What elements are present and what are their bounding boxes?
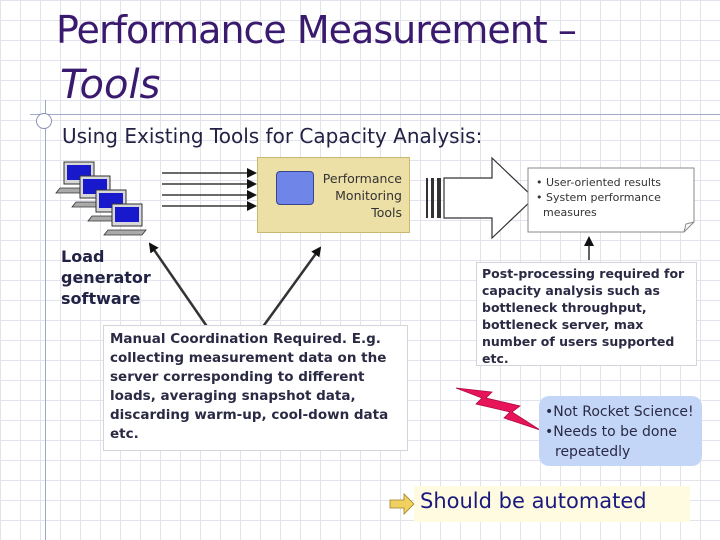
request-arrows [162,168,257,211]
results-note-page [527,167,695,233]
load-generator-label: Load generator software [61,247,151,308]
results-note: • User-oriented results • System perform… [536,176,661,219]
slide-title-tools: Tools [60,62,161,108]
rocket-science-callout: •Not Rocket Science! •Needs to be done r… [539,396,702,466]
manual-to-load-arrow [148,242,210,329]
output-block-arrow [426,156,535,240]
post-processing-note: Post-processing required for capacity an… [476,262,697,366]
desktop-computer-icon [103,203,147,236]
left-margin-rule [45,100,46,540]
manual-to-monitor-arrow [260,246,322,329]
title-divider [30,114,720,115]
manual-coordination-note: Manual Coordination Required. E.g. colle… [103,325,408,451]
monitoring-tool-icon [276,171,314,205]
slide-title: Performance Measurement – [56,8,577,52]
monitoring-tools-label: Performance Monitoring Tools [322,171,402,220]
right-arrow-icon [389,493,415,515]
automation-callout: Should be automated [414,486,690,522]
lightning-bolt-icon [455,387,541,431]
divider-circle [36,113,52,129]
slide-subtitle: Using Existing Tools for Capacity Analys… [62,124,483,148]
